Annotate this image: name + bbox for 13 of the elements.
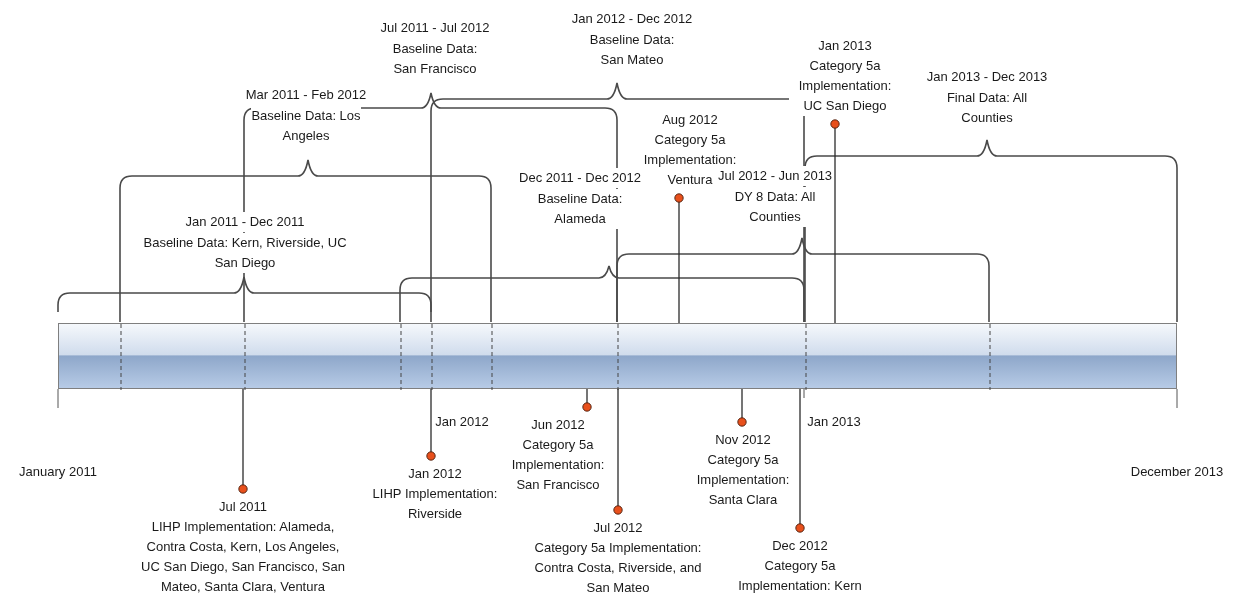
leader-line (830, 119, 840, 324)
leader-line (613, 388, 623, 515)
leader-line (582, 388, 592, 412)
period-description: Baseline Data: Los Angeles (251, 106, 361, 146)
leader-line (238, 388, 248, 494)
leader-line (737, 388, 747, 427)
leader-line (426, 388, 436, 461)
leader-line (795, 388, 805, 533)
date-range-label: Jan 2011 - Dec 2011 (183, 212, 307, 232)
date-range-label: Jul 2012 - Jun 2013 (715, 166, 835, 186)
leader-line (674, 193, 684, 324)
timeline-bar (58, 323, 1177, 389)
date-range-label: Dec 2011 - Dec 2012 (517, 168, 643, 188)
